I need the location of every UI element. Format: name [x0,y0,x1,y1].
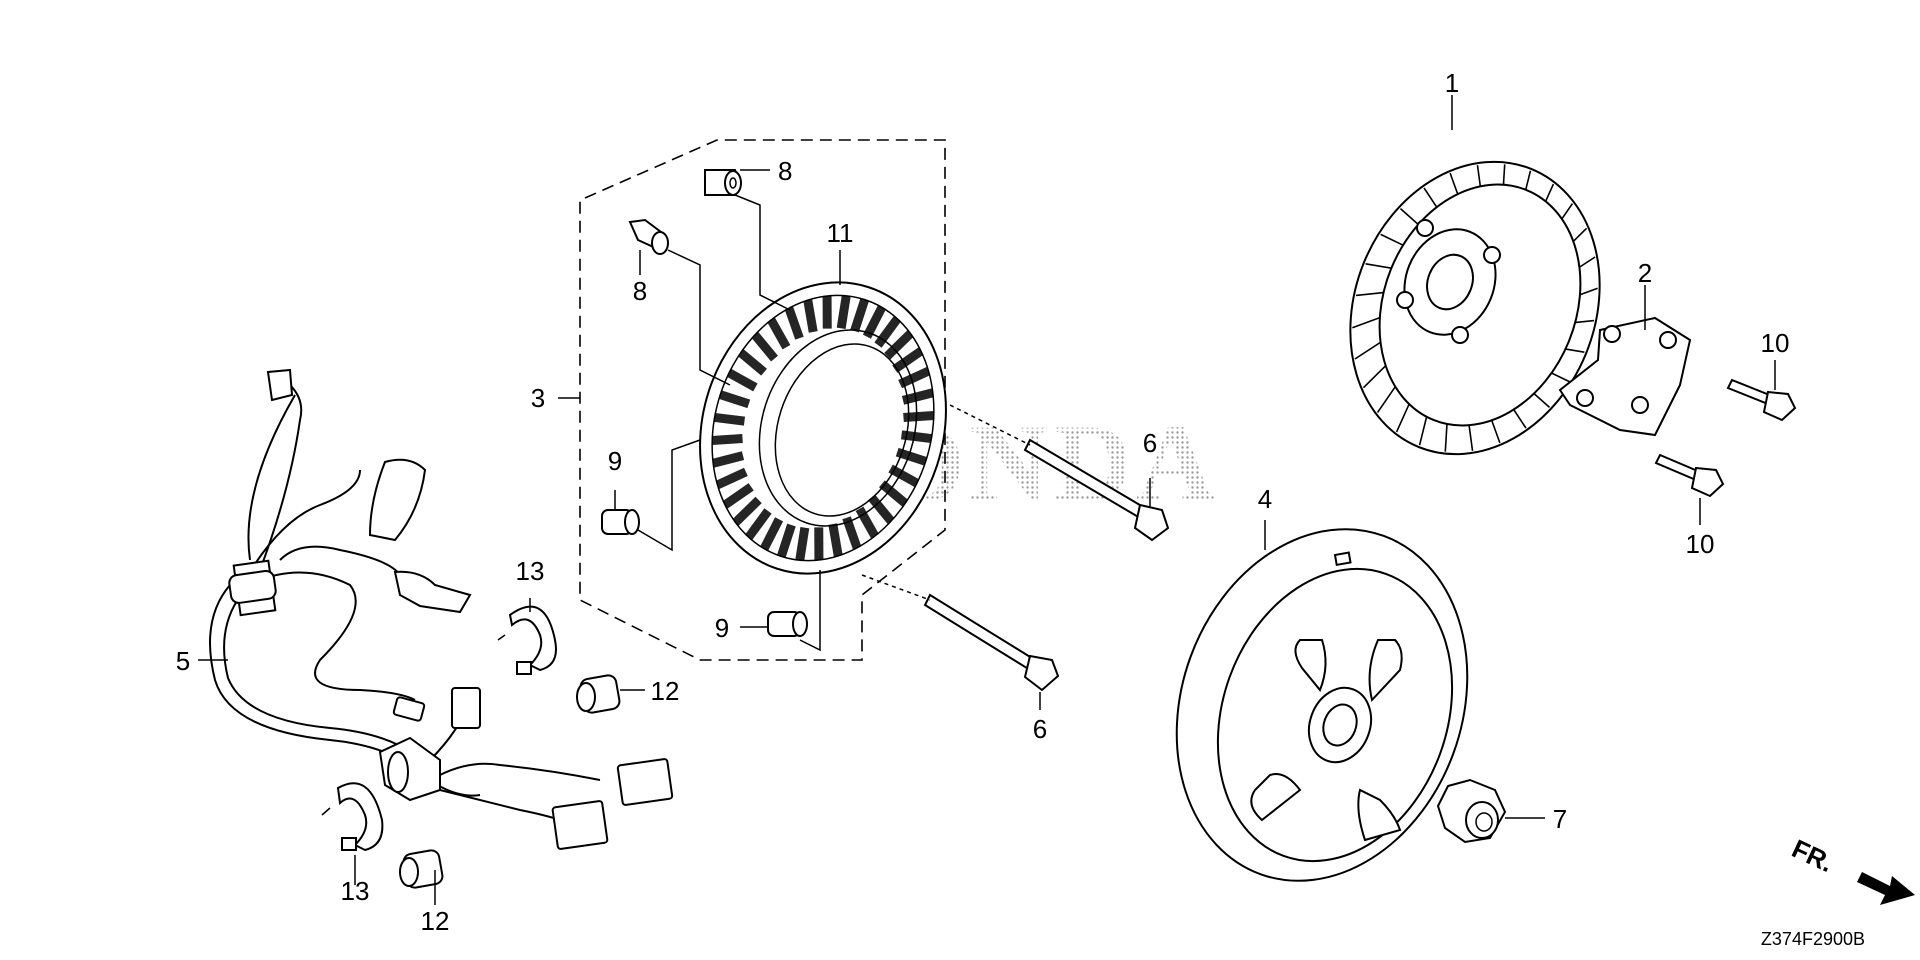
callout-9-left: 9 [608,446,622,476]
callout-1: 1 [1445,68,1459,98]
wire-harness[interactable] [209,368,674,850]
front-label: FR. [1787,833,1838,878]
harness-grommet-12-lower[interactable] [399,849,444,889]
callout-10-lower: 10 [1686,529,1715,559]
callout-6-lower: 6 [1033,714,1047,744]
callout-11: 11 [827,218,854,248]
harness-clamp-13-lower[interactable] [321,782,384,852]
diagram-code: Z374F2900B [1761,929,1865,949]
flywheel[interactable] [1129,488,1515,922]
harness-grommet-12-upper[interactable] [576,674,621,714]
collar-8-top[interactable] [704,169,742,196]
collar-8-left[interactable] [628,218,669,255]
callout-12-upper: 12 [651,676,680,706]
dowel-pin-9-left[interactable] [601,509,640,535]
front-arrow-icon [1857,872,1915,905]
callout-12-lower: 12 [421,906,450,936]
fan-bolt-10-upper[interactable] [1726,378,1797,422]
callout-2: 2 [1638,258,1652,288]
callout-3: 3 [531,383,545,413]
callout-7: 7 [1553,804,1567,834]
callout-8-left: 8 [633,276,647,306]
stator-group-outline [558,139,946,661]
callout-6-upper: 6 [1143,428,1157,458]
fan-plate[interactable] [1558,316,1692,437]
callout-13-upper: 13 [516,556,545,586]
front-direction-marker: FR. [1787,833,1915,905]
flywheel-nut[interactable] [1436,778,1507,844]
stator-bolt-6-lower[interactable] [923,593,1060,692]
callout-10-upper: 10 [1761,328,1790,358]
callout-labels: 1 2 3 4 5 6 6 7 8 8 9 9 10 10 11 12 12 1… [176,68,1790,936]
callout-13-lower: 13 [341,876,370,906]
fan-bolt-10-lower[interactable] [1654,453,1725,498]
callout-4: 4 [1258,484,1272,514]
callout-8-top: 8 [778,156,792,186]
stator-coil[interactable] [663,250,983,606]
stator-bolt-6-upper[interactable] [1023,438,1170,542]
callout-9-bottom: 9 [715,613,729,643]
dowel-pin-9-bottom[interactable] [767,611,808,637]
stator-windings [711,295,935,561]
harness-clamp-13-upper[interactable] [497,605,557,675]
leader-lines [198,95,1776,905]
cooling-fan[interactable] [1308,124,1643,492]
callout-5: 5 [176,646,190,676]
